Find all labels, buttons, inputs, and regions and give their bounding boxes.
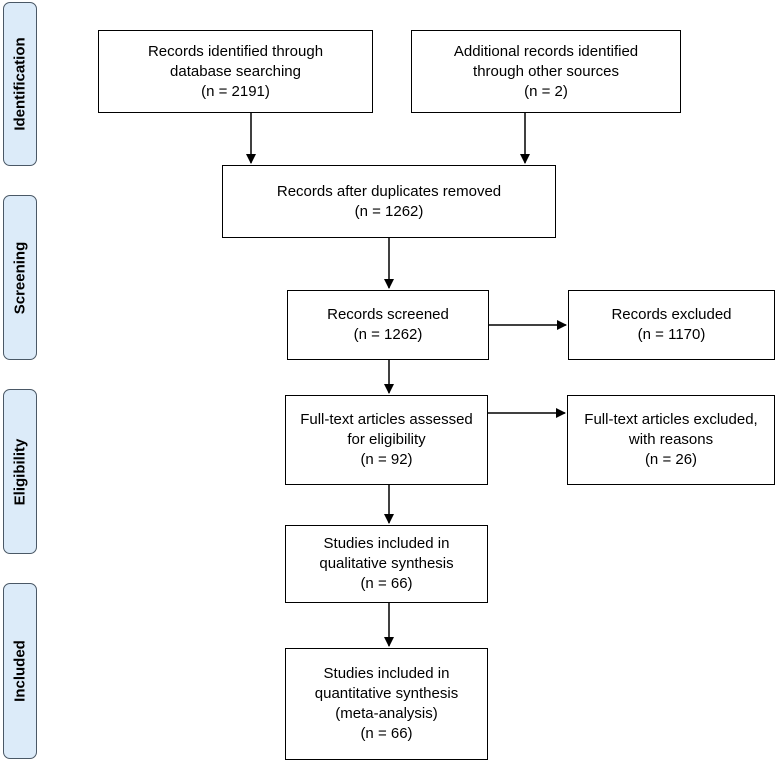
box-line: Records after duplicates removed <box>276 182 502 200</box>
box-line: database searching <box>170 62 301 80</box>
records-other-sources-box: Additional records identified through ot… <box>411 30 681 113</box>
box-line: Records screened <box>327 306 449 323</box>
box-line: Full-text articles assessed <box>300 411 473 428</box>
box-line: Full-text articles excluded, <box>584 411 758 428</box>
box-line: Records excluded <box>611 306 732 323</box>
box-count: (n = 26) <box>644 451 698 468</box>
fulltext-excluded-box: Full-text articles excluded, with reason… <box>567 395 775 485</box>
records-database-box: Records identified through database sear… <box>98 30 373 113</box>
box-line: for eligibility <box>347 431 426 448</box>
box-line: with reasons <box>628 431 714 448</box>
records-deduplicated-box: Records after duplicates removed (n = 12… <box>222 165 556 238</box>
qualitative-synthesis-box: Studies included in qualitative synthesi… <box>285 525 488 603</box>
fulltext-assessed-box: Full-text articles assessed for eligibil… <box>285 395 488 485</box>
quantitative-synthesis-box: Studies included in quantitative synthes… <box>285 648 488 760</box>
box-count: (n = 66) <box>360 575 413 592</box>
box-count: (n = 1262) <box>354 202 424 220</box>
box-line: Studies included in <box>323 665 450 682</box>
box-count: (n = 66) <box>360 725 413 742</box>
phase-screening: Screening <box>3 195 37 360</box>
records-screened-box: Records screened (n = 1262) <box>287 290 489 360</box>
box-line: Additional records identified <box>453 42 639 60</box>
box-line: qualitative synthesis <box>319 555 454 572</box>
box-line: through other sources <box>473 62 619 80</box>
box-count: (n = 92) <box>360 451 413 468</box>
phase-included: Included <box>3 583 37 759</box>
box-count: (n = 1262) <box>353 326 423 343</box>
phase-identification: Identification <box>3 2 37 166</box>
box-count: (n = 1170) <box>637 326 706 343</box>
records-excluded-box: Records excluded (n = 1170) <box>568 290 775 360</box>
box-line: (meta-analysis) <box>335 705 438 722</box>
box-count: (n = 2) <box>524 82 568 100</box>
box-count: (n = 2191) <box>201 82 270 100</box>
box-line: quantitative synthesis <box>314 685 459 702</box>
box-line: Studies included in <box>323 535 450 552</box>
phase-eligibility: Eligibility <box>3 389 37 554</box>
box-line: Records identified through <box>147 42 324 60</box>
